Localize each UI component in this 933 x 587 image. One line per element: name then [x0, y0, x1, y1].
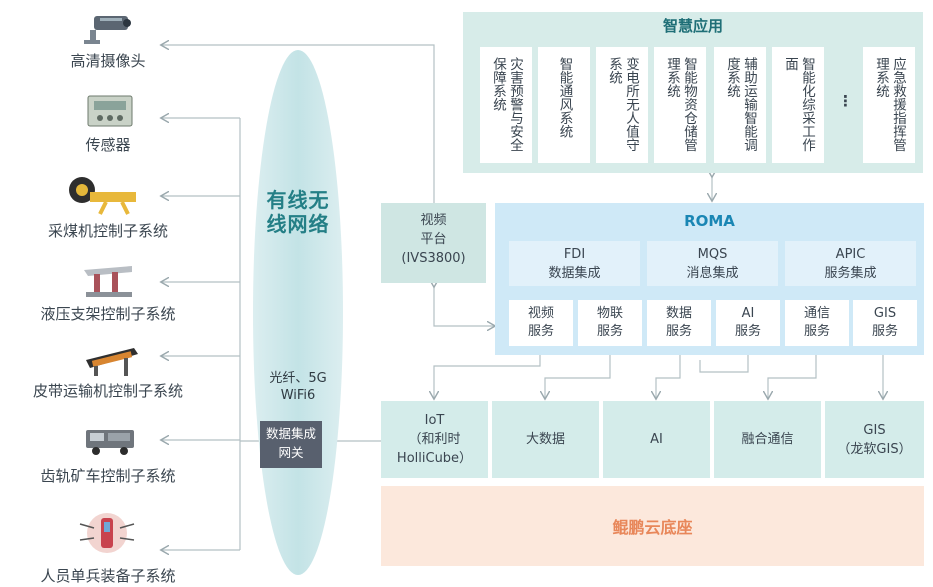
roma-apic-desc: 服务集成	[824, 266, 877, 281]
svc-label: 服务	[527, 324, 554, 339]
base-ai-label: AI	[650, 432, 663, 447]
video-roma-link	[434, 286, 494, 326]
svc-label: 服务	[803, 324, 830, 339]
roma-mqs-name: MQS	[697, 247, 728, 262]
app-label: 应急救援指挥管理系统	[873, 57, 906, 152]
smart-apps-title: 智慧应用	[662, 17, 723, 35]
app-ellipsis: ⋮	[838, 92, 853, 110]
base-gis: GIS （龙软GIS）	[825, 401, 924, 478]
video-platform-line2: 平台	[420, 232, 447, 247]
base-bigdata: 大数据	[492, 401, 599, 478]
base-ai: AI	[603, 401, 710, 478]
roma-mqs-desc: 消息集成	[686, 266, 739, 281]
app-label: 灾害预警与安全保障系统	[490, 57, 523, 152]
roma-apic: APIC 服务集成	[785, 241, 916, 286]
app-card-warehouse: 智能物资仓储管理系统	[654, 47, 706, 163]
app-card-substation: 变电所无人值守系统	[596, 47, 648, 163]
app-label: 智能化综采工作面	[782, 57, 815, 152]
svc-base-link-5	[768, 348, 816, 398]
roma-fdi-desc: 数据集成	[548, 266, 601, 281]
svc-iot: 物联服务	[578, 300, 642, 346]
network-sub-wifi: WiFi6	[280, 388, 316, 403]
camera-icon	[84, 16, 131, 44]
device-label-hydraulic: 液压支架控制子系统	[40, 305, 176, 323]
svc-label: AI	[741, 306, 755, 321]
data-integration-gateway: 数据集成网关	[260, 421, 322, 468]
app-label: 辅助运输智能调度系统	[724, 57, 757, 152]
svc-label: 服务	[734, 324, 761, 339]
device-label-camera: 高清摄像头	[70, 52, 146, 70]
base-comm: 融合通信	[714, 401, 821, 478]
video-platform-line1: 视频	[420, 213, 447, 228]
app-label: 智能通风系统	[556, 57, 573, 138]
base-iot-line2: （和利时	[408, 432, 461, 447]
base-iot-line1: IoT	[424, 413, 445, 428]
app-card-emergency: 应急救援指挥管理系统	[863, 47, 915, 163]
roma-fdi-name: FDI	[563, 247, 586, 262]
svc-video: 视频服务	[509, 300, 573, 346]
roma-fdi: FDI 数据集成	[509, 241, 640, 286]
roma-mqs: MQS 消息集成	[647, 241, 778, 286]
svc-comm: 通信服务	[785, 300, 849, 346]
base-gis-line1: GIS	[863, 422, 886, 438]
app-card-mining-face: 智能化综采工作面	[772, 47, 824, 163]
svc-label: 物联	[596, 306, 623, 321]
svc-base-link-4	[699, 348, 749, 373]
device-label-sensor: 传感器	[85, 136, 131, 154]
svc-base-link-1	[434, 348, 540, 398]
device-label-shearer: 采煤机控制子系统	[47, 222, 168, 240]
shearer-icon	[69, 177, 136, 215]
svc-label: 数据	[665, 306, 692, 321]
personnel-equipment-icon	[79, 513, 135, 553]
app-card-disaster: 灾害预警与安全保障系统	[480, 47, 532, 163]
kunpeng-base-label: 鲲鹏云底座	[612, 518, 693, 537]
svc-label: 通信	[803, 306, 830, 321]
network-title: 有线无线网络	[266, 188, 330, 236]
base-iot-line3: HolliCube）	[396, 451, 473, 466]
base-bigdata-label: 大数据	[525, 432, 565, 447]
roma-title: ROMA	[684, 212, 735, 230]
rack-mine-car-icon	[86, 430, 134, 455]
app-label: 变电所无人值守系统	[606, 57, 639, 152]
svc-label: 服务	[665, 324, 692, 339]
base-iot: IoT （和利时 HolliCube）	[381, 401, 488, 478]
video-platform: 视频 平台 (IVS3800)	[381, 203, 486, 283]
device-label-mine-car: 齿轨矿车控制子系统	[40, 467, 176, 485]
network-oval	[253, 50, 343, 575]
svc-label: GIS	[873, 306, 897, 321]
svc-ai: AI 服务	[716, 300, 780, 346]
svc-label: 视频	[527, 306, 554, 321]
svc-label: 服务	[596, 324, 623, 339]
sensor-icon	[87, 95, 133, 127]
app-card-ventilation: 智能通风系统	[538, 47, 590, 163]
base-comm-label: 融合通信	[741, 432, 794, 447]
svc-data: 数据服务	[647, 300, 711, 346]
belt-conveyor-icon	[86, 348, 138, 376]
base-gis-line2: （龙软GIS）	[837, 441, 912, 457]
roma-apic-name: APIC	[835, 247, 866, 262]
app-label: 智能物资仓储管理系统	[664, 57, 697, 152]
svc-label: 服务	[871, 324, 898, 339]
network-sub-fiber: 光纤、5G	[269, 371, 327, 386]
app-card-dispatch: 辅助运输智能调度系统	[714, 47, 766, 163]
svc-gis: GIS 服务	[853, 300, 917, 346]
video-platform-line3: (IVS3800)	[401, 251, 466, 266]
device-label-belt: 皮带运输机控制子系统	[32, 382, 183, 400]
svc-base-link-3	[656, 348, 680, 398]
hydraulic-support-icon	[84, 266, 132, 297]
kunpeng-base-panel	[381, 486, 924, 566]
svc-base-link-2	[545, 348, 610, 398]
camera-link-line	[162, 45, 435, 203]
device-label-personnel: 人员单兵装备子系统	[40, 567, 176, 585]
